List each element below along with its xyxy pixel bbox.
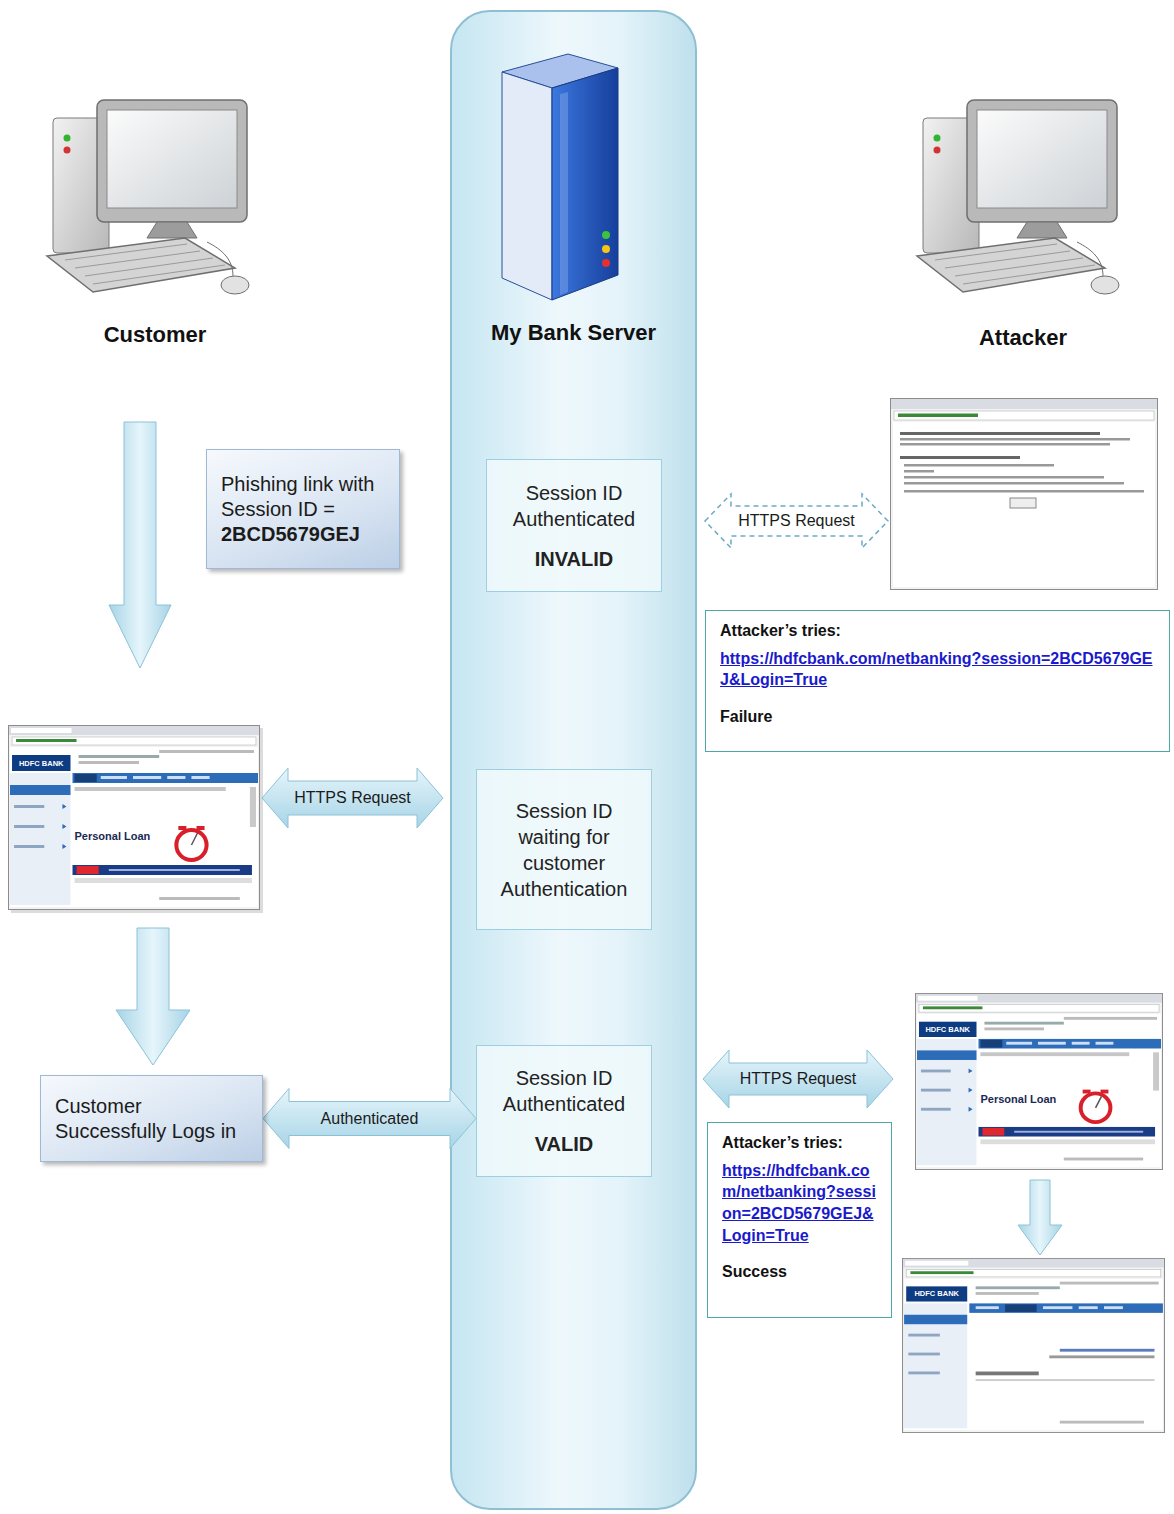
arrow-label: HTTPS Request	[738, 512, 854, 530]
actor-label: Customer	[104, 322, 207, 348]
arrow-label-box: HTTPS Request	[288, 786, 417, 810]
server-icon	[552, 68, 618, 300]
browser-screenshot	[915, 993, 1162, 1169]
bank-logo-text: HDFC BANK	[914, 1289, 959, 1298]
node-text: My Bank Server	[452, 320, 695, 346]
node-text: INVALID	[535, 546, 614, 572]
browser-screenshot	[903, 1258, 1165, 1432]
browser-screenshot	[9, 726, 263, 914]
https-arrow	[705, 494, 888, 548]
promo-text: Personal Loan	[981, 1093, 1057, 1105]
server-icon	[602, 231, 610, 239]
arrow-label-box: HTTPS Request	[731, 509, 862, 533]
node-text: VALID	[535, 1131, 594, 1157]
https-arrow	[703, 1050, 893, 1108]
node-text: Session ID Authenticated	[485, 1065, 643, 1117]
promo-text-box: Personal Loan	[75, 829, 166, 843]
server-icon	[602, 259, 610, 267]
flow-arrow	[116, 928, 190, 1065]
server-icon	[560, 92, 568, 295]
node-text: Session ID waiting for customer Authenti…	[485, 798, 643, 902]
flow-arrow	[1018, 1180, 1062, 1255]
server-icon	[602, 245, 610, 253]
arrow-label: HTTPS Request	[740, 1070, 856, 1088]
message-box: Phishing link with Session ID =2BCD5679G…	[206, 449, 400, 569]
node-text: Session ID Authenticated	[495, 480, 653, 532]
https-arrow	[262, 768, 443, 828]
session-state-box: Session ID AuthenticatedVALID	[476, 1045, 652, 1177]
browser-screenshot	[915, 993, 1162, 1169]
computer-icon	[917, 100, 1119, 294]
bank-logo-text: HDFC BANK	[925, 1025, 970, 1034]
actor-label-box: Customer	[55, 318, 255, 352]
arrow-label-box: HTTPS Request	[729, 1067, 867, 1091]
computer-icon	[917, 100, 1119, 294]
flow-arrow	[109, 422, 171, 668]
node-text: 2BCD5679GEJ	[221, 522, 385, 547]
server-icon	[502, 72, 552, 300]
node-text: Success	[722, 1262, 877, 1283]
node-text: Attacker’s tries:	[722, 1133, 877, 1154]
status-box: Customer Successfully Logs in	[40, 1075, 263, 1162]
node-text: Customer Successfully Logs in	[55, 1094, 248, 1144]
computer-icon	[47, 100, 249, 294]
server-icon	[450, 10, 697, 310]
node-text: https://hdfcbank.com/netbanking?session=…	[722, 1160, 877, 1246]
attempt-callout: Attacker’s tries: https://hdfcbank.com/ne…	[705, 610, 1170, 752]
node-text: https://hdfcbank.com/netbanking?session=…	[720, 648, 1155, 691]
session-state-box: Session ID waiting for customer Authenti…	[476, 769, 652, 930]
actor-label: Attacker	[979, 325, 1067, 351]
computer-icon	[47, 100, 249, 294]
promo-text-box: Personal Loan	[981, 1093, 1070, 1106]
bank-logo-text-box: HDFC BANK	[906, 1286, 967, 1301]
node-text: Attacker’s tries:	[720, 621, 1155, 642]
browser-screenshot	[9, 726, 260, 910]
node-text: Failure	[720, 707, 1155, 728]
browser-screenshot	[891, 399, 1158, 590]
arrow-label: HTTPS Request	[294, 789, 410, 807]
bank-logo-text: HDFC BANK	[19, 759, 64, 768]
browser-screenshot	[891, 399, 1158, 590]
actor-label-box: Attacker	[923, 321, 1123, 355]
browser-screenshot	[903, 1258, 1165, 1432]
edge-label: Authenticated	[321, 1110, 419, 1128]
block-arrow	[263, 1089, 476, 1149]
node-text: Phishing link with Session ID =	[221, 472, 385, 522]
bank-logo-text-box: HDFC BANK	[12, 755, 71, 771]
session-state-box: Session ID AuthenticatedINVALID	[486, 459, 662, 592]
promo-text: Personal Loan	[75, 830, 151, 842]
bank-logo-text-box: HDFC BANK	[919, 1022, 977, 1037]
attempt-callout: Attacker’s tries: https://hdfcbank.com/ne…	[707, 1122, 892, 1318]
